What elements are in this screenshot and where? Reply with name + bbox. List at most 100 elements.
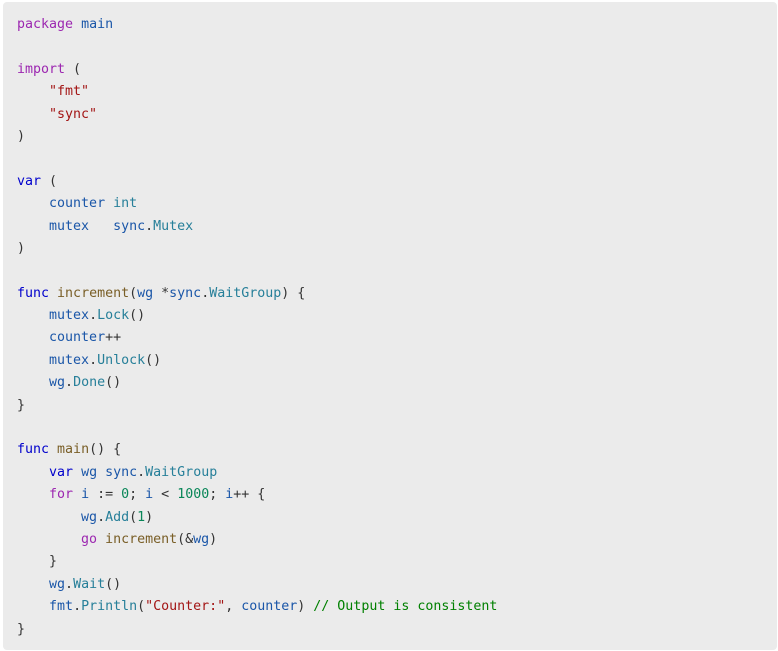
code-token: () [129,308,146,324]
code-line: ​ [17,36,497,58]
code-token [73,465,81,480]
code-token: := [89,487,122,503]
code-token: mutex [49,352,90,368]
code-token: 0 [121,487,130,503]
code-token: increment [105,531,178,547]
code-token: ; [129,487,146,503]
code-line: mutex.Lock() [17,305,497,327]
code-token [17,599,49,614]
code-token: Println [81,599,138,615]
code-token: ) [209,531,218,547]
code-listing: package main​import ( "fmt" "sync")​var … [17,14,497,641]
code-line: ) [17,238,497,260]
code-token: ( [129,285,138,301]
code-token: () [105,375,122,391]
code-token [49,442,57,457]
code-token: ++ { [233,487,266,503]
code-line: } [17,395,497,417]
code-line: counter++ [17,327,497,349]
code-token: func [17,285,50,301]
code-token: i [81,487,90,503]
code-token: wg [193,531,210,547]
code-token: 1 [137,509,146,525]
code-token [17,107,49,122]
code-token: . [89,352,98,368]
code-token [97,532,105,547]
code-token: wg [137,285,154,301]
code-line: wg.Add(1) [17,507,497,529]
code-token: wg [81,464,98,480]
code-line: ) [17,126,497,148]
code-token: } [17,554,58,570]
code-token: go [81,531,98,547]
code-token [17,353,49,368]
code-token: mutex [49,308,90,324]
code-token: main [57,442,90,458]
code-token: . [97,509,106,525]
code-line: package main [17,14,497,36]
code-token: import [17,61,66,77]
code-line: func main() { [17,439,497,461]
code-line: go increment(&wg) [17,529,497,551]
code-token: Wait [73,576,106,592]
code-token: wg [49,375,66,391]
code-token: wg [81,509,98,525]
code-token: () { [89,442,122,458]
code-token: ( [129,509,138,525]
code-token [17,510,81,525]
code-token: () [145,352,162,368]
code-token [17,375,49,390]
code-token: "sync" [49,106,98,122]
code-token: ) [145,509,154,525]
code-line: wg.Wait() [17,574,497,596]
code-token: i [145,487,154,503]
code-token: fmt [49,599,74,615]
code-line: for i := 0; i < 1000; i++ { [17,484,497,506]
code-token: } [17,621,26,637]
code-token: Done [73,375,106,391]
code-token: sync [169,285,202,301]
code-token: ++ [105,330,122,346]
code-token: (& [177,531,194,547]
code-token: ( [41,173,58,189]
code-token: ) [17,240,26,256]
code-token [17,532,81,547]
code-line: var ( [17,171,497,193]
code-token [17,465,49,480]
code-token: increment [57,285,130,301]
code-token: wg [49,576,66,592]
code-token: counter [241,599,298,615]
code-token: . [137,464,146,480]
code-token: i [225,487,234,503]
code-token: 1000 [177,487,210,503]
code-token: WaitGroup [209,285,282,301]
code-line: "sync" [17,104,497,126]
code-token: counter [49,196,106,212]
code-line: func increment(wg *sync.WaitGroup) { [17,283,497,305]
code-token [89,219,113,234]
code-line: "fmt" [17,81,497,103]
code-line: } [17,619,497,641]
code-token: Add [105,509,130,525]
code-token [17,219,49,234]
code-line: } [17,551,497,573]
code-token: WaitGroup [145,464,218,480]
code-line: wg.Done() [17,372,497,394]
code-token: , [225,599,242,615]
code-token: . [73,599,82,615]
code-token [73,17,81,32]
code-token [17,308,49,323]
code-token: var [17,173,42,189]
code-token: int [113,196,138,212]
code-token: < [153,487,178,503]
code-token: Unlock [97,352,146,368]
code-line: fmt.Println("Counter:", counter) // Outp… [17,596,497,618]
code-token [17,330,49,345]
code-token: sync [113,218,146,234]
code-token: () [105,576,122,592]
code-token: sync [105,464,138,480]
code-token: "Counter:" [145,599,226,615]
code-token: ) [17,128,26,144]
code-token: var [49,464,74,480]
code-line: ​ [17,148,497,170]
